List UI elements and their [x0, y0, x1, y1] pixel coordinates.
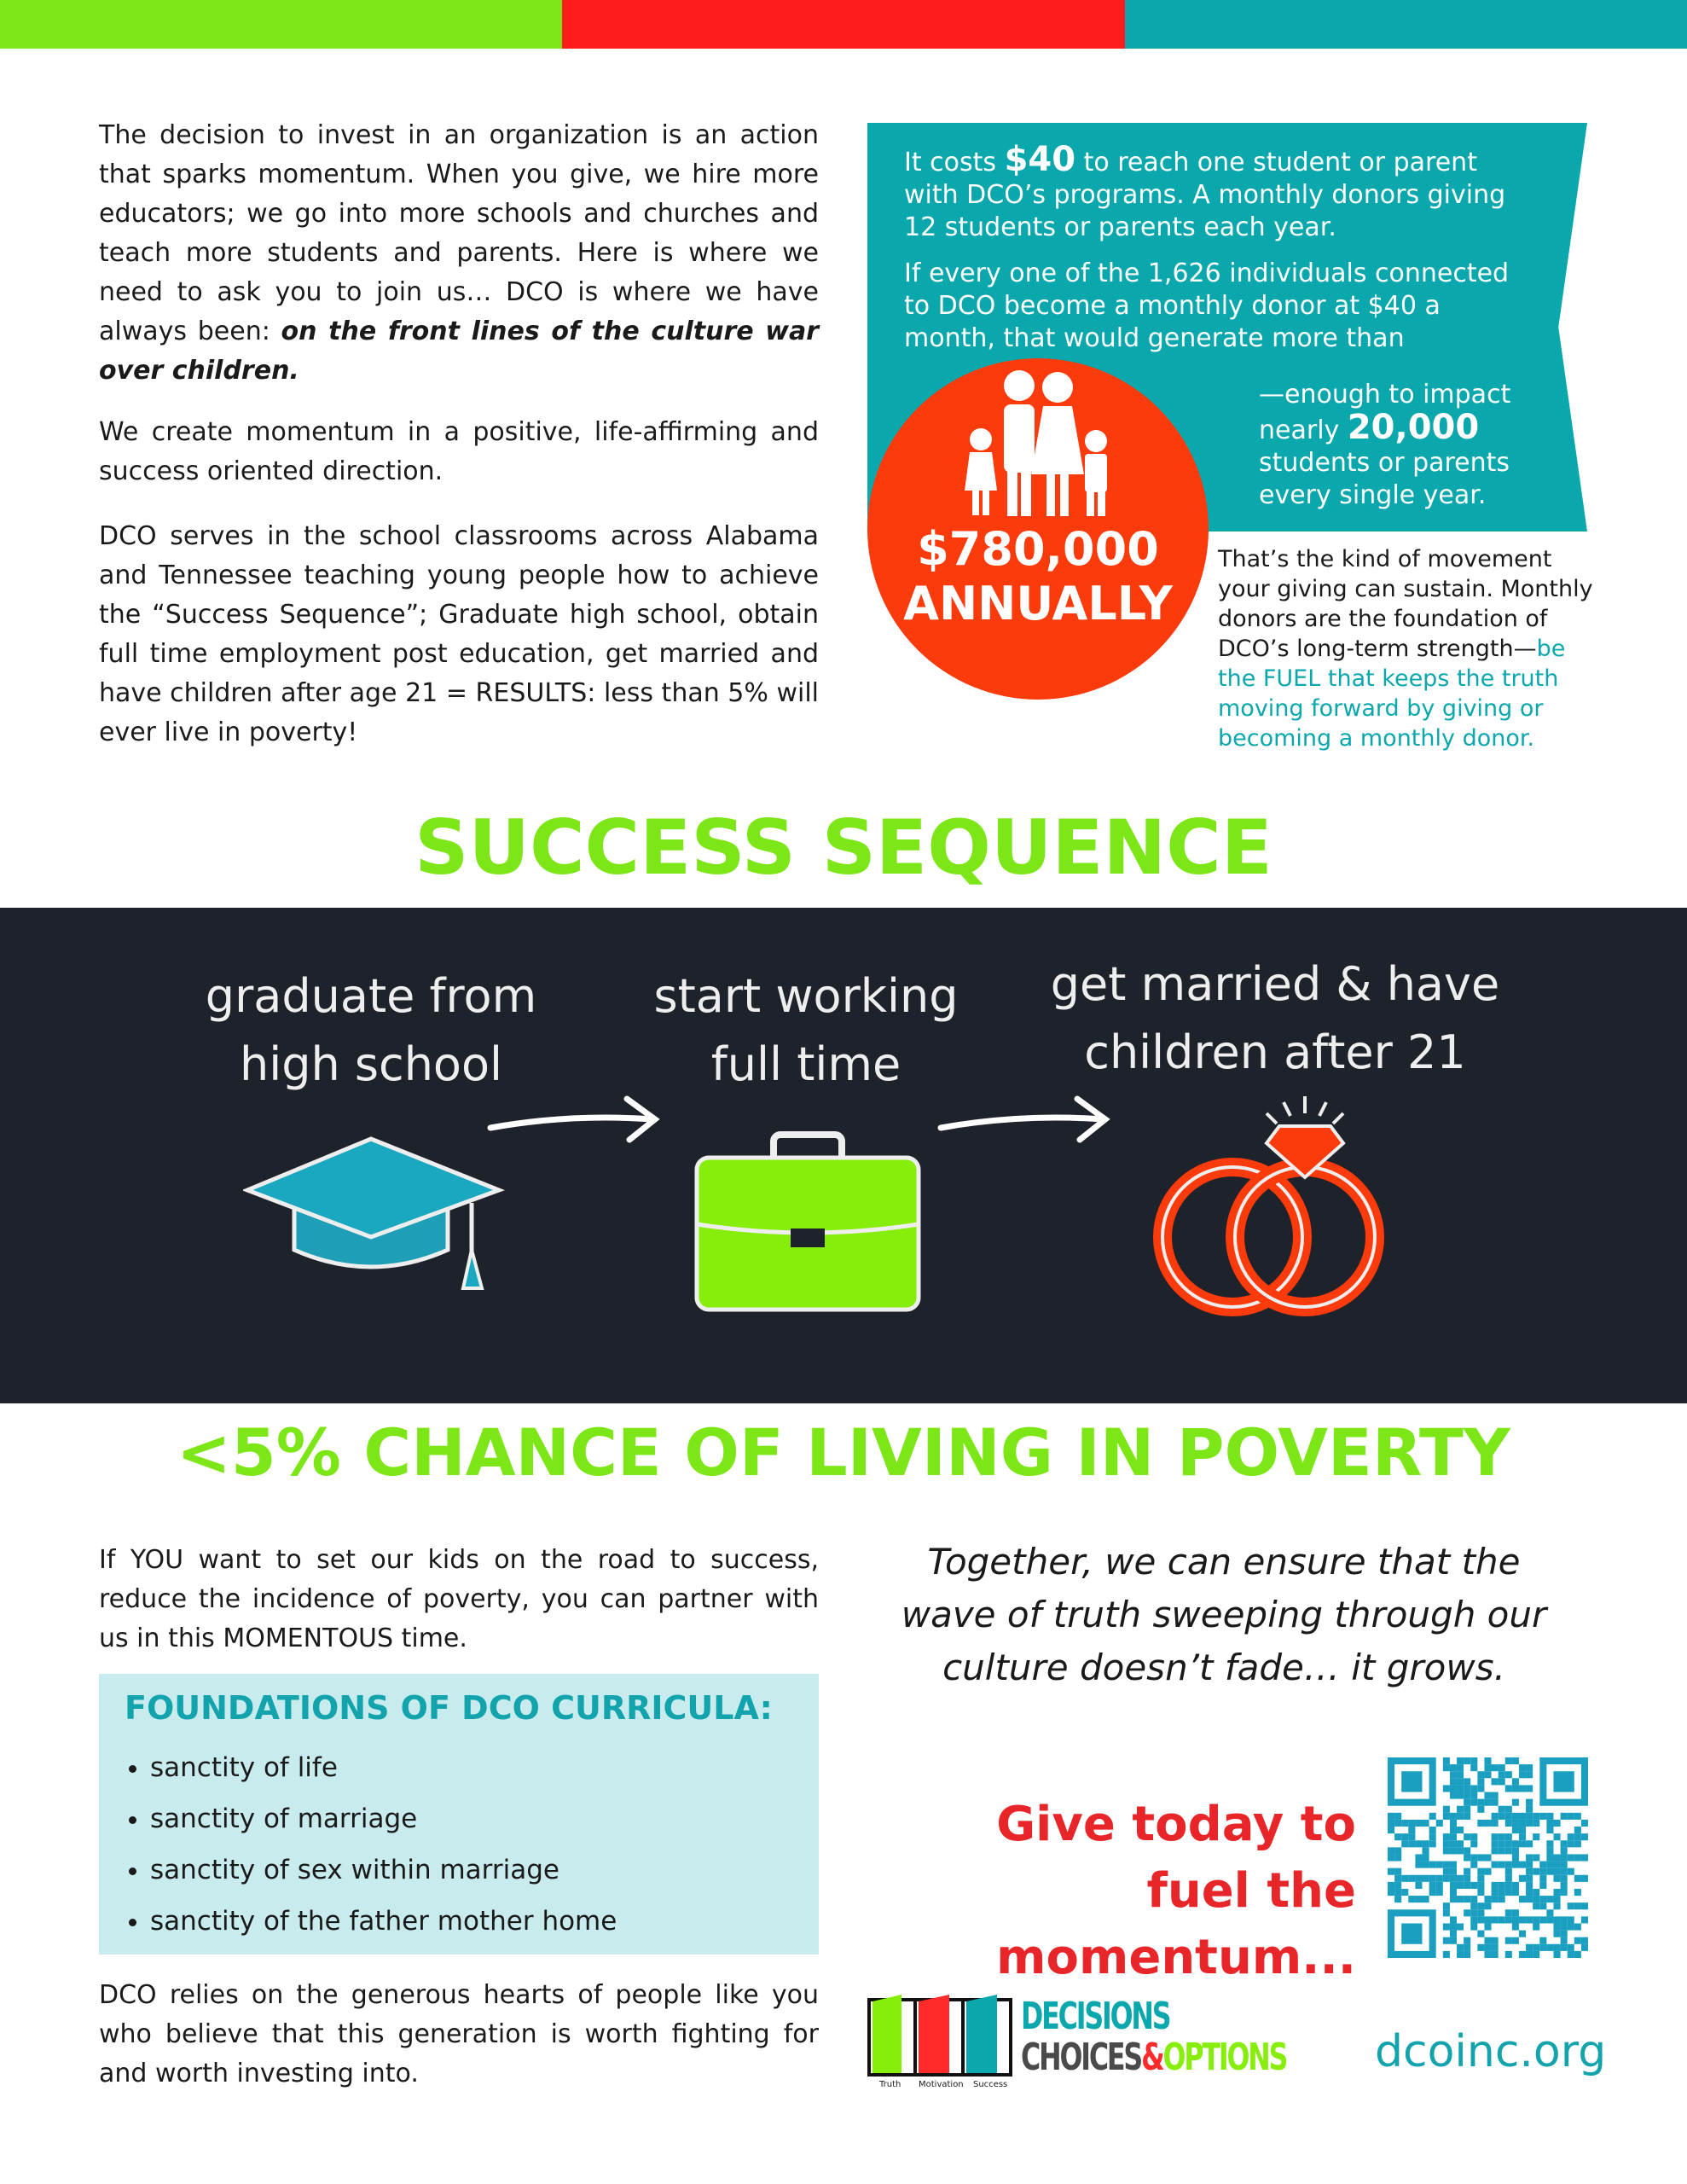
qr-code[interactable] [1388, 1757, 1588, 1958]
arrow-icon [487, 1095, 660, 1143]
intro-paragraph-1: The decision to invest in an organizatio… [99, 120, 819, 386]
banner-impact-text: —enough to impact nearly 20,000 students… [1259, 380, 1511, 510]
website-link[interactable]: dcoinc.org [1375, 2026, 1607, 2077]
foundations-list: sanctity of life sanctity of marriage sa… [150, 1742, 819, 1947]
step-graduate-label: graduate from high school [205, 969, 537, 1091]
door-label-truth: Truth [879, 2080, 901, 2089]
list-item: sanctity of life [150, 1742, 819, 1793]
intro-paragraph-3: DCO serves in the school classrooms acro… [99, 521, 819, 747]
poverty-result-heading: <5% CHANCE OF LIVING IN POVERTY [177, 1414, 1510, 1490]
annual-label: ANNUALLY [903, 577, 1173, 630]
graduation-cap-icon [243, 1136, 505, 1290]
quote-text: Together, we can ensure that the wave of… [901, 1541, 1547, 1688]
family-icon [965, 370, 1107, 516]
briefcase-icon [694, 1131, 921, 1312]
success-sequence-title: SUCCESS SEQUENCE [415, 804, 1272, 892]
arrow-icon [937, 1095, 1110, 1143]
sidenote-text: That’s the kind of movement your giving … [1218, 546, 1593, 752]
foundations-title: FOUNDATIONS OF DCO CURRICULA: [125, 1689, 773, 1727]
partner-paragraph: If YOU want to set our kids on the road … [99, 1545, 819, 1653]
dco-logo: Truth Motivation Success DECISIONS CHOIC… [867, 1988, 1288, 2099]
step-married-label: get married & have children after 21 [1050, 957, 1500, 1079]
logo-wordmark: DECISIONS CHOICES&OPTIONS [1021, 1995, 1288, 2079]
list-item: sanctity of sex within marriage [150, 1844, 819, 1896]
intro-paragraph-2: We create momentum in a positive, life-a… [99, 417, 819, 486]
step-work-label: start working full time [653, 969, 959, 1091]
foundations-box: FOUNDATIONS OF DCO CURRICULA: sanctity o… [99, 1674, 819, 1955]
wedding-rings-icon [1153, 1096, 1384, 1316]
banner-cost-text: It costs $40 to reach one student or par… [904, 140, 1506, 242]
list-item: sanctity of the father mother home [150, 1896, 819, 1947]
list-item: sanctity of marriage [150, 1793, 819, 1844]
door-label-motivation: Motivation [919, 2080, 964, 2089]
doors-icon [867, 1995, 1012, 2077]
closing-paragraph: DCO relies on the generous hearts of peo… [99, 1980, 819, 2088]
top-bar-green [0, 0, 562, 49]
top-bar-teal [1125, 0, 1687, 49]
give-today-cta[interactable]: Give today to fuel the momentum... [996, 1797, 1356, 1985]
banner-individuals-text: If every one of the 1,626 individuals co… [904, 258, 1510, 353]
annual-amount: $780,000 [917, 522, 1159, 576]
annual-amount-circle [867, 358, 1209, 700]
door-label-success: Success [973, 2080, 1008, 2089]
top-bar-red [562, 0, 1125, 49]
